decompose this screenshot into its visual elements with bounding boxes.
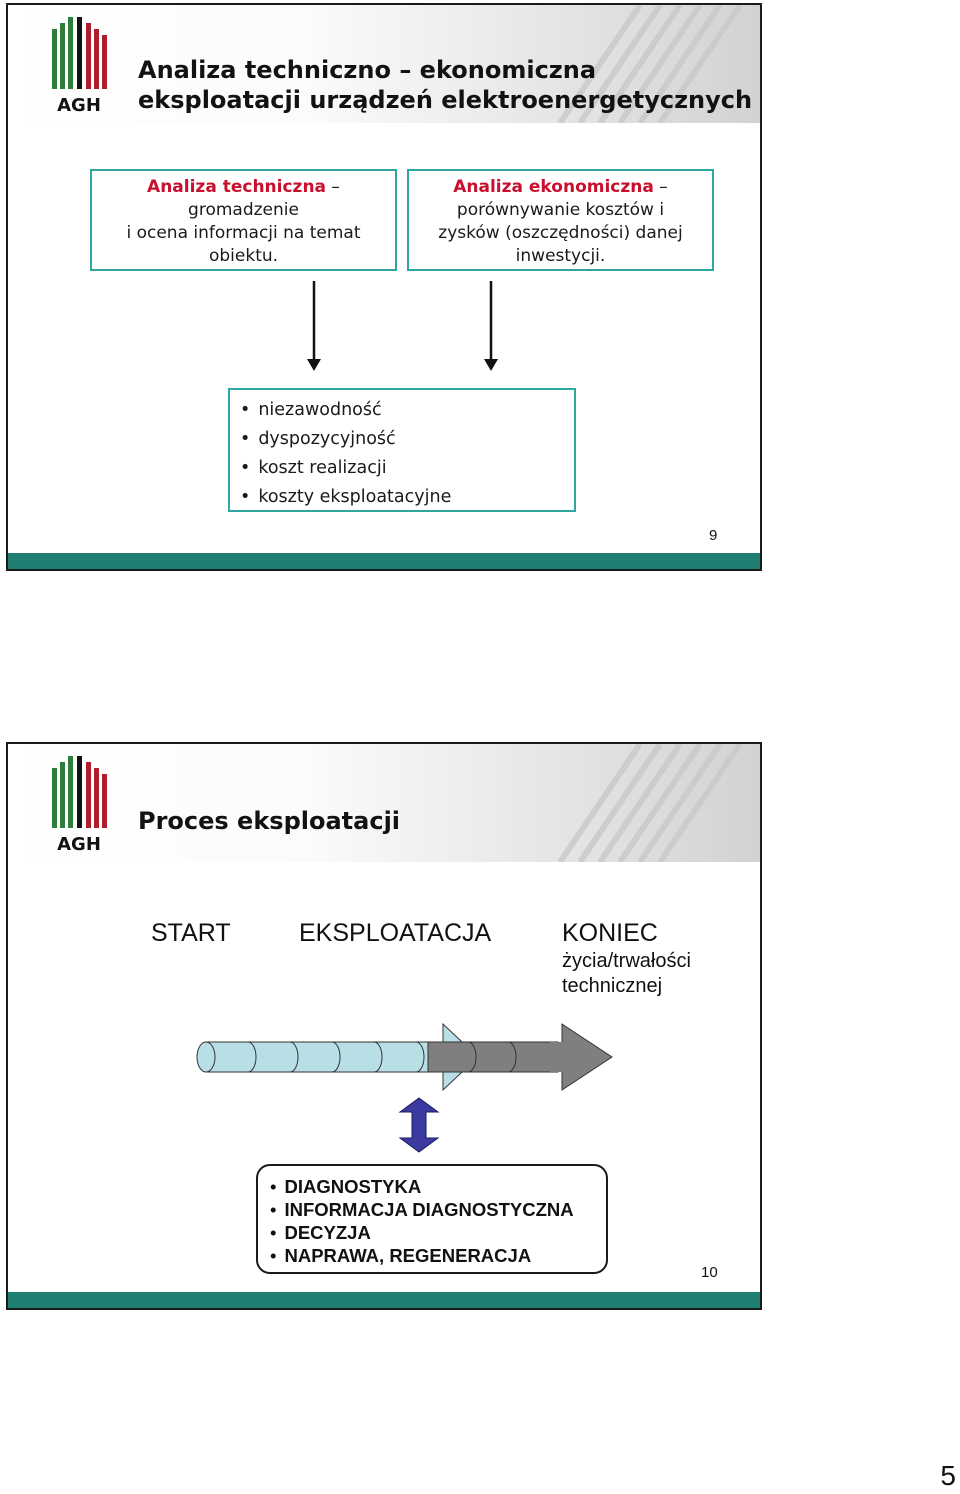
footer-bar	[8, 1292, 760, 1308]
stage-end: KONIEC	[562, 919, 658, 947]
footer-bar	[8, 553, 760, 569]
header-decoration	[557, 744, 743, 862]
technical-analysis-heading: Analiza techniczna	[147, 177, 327, 197]
stage-end-subtitle-1: życia/trwałości	[562, 950, 691, 972]
list-item: koszt realizacji	[240, 454, 574, 483]
slide-page-number: 9	[709, 527, 718, 544]
box-line: i ocena informacji na temat	[126, 223, 361, 243]
list-item: NAPRAWA, REGENERACJA	[270, 1244, 606, 1267]
dash: –	[653, 177, 668, 197]
dash: –	[326, 177, 340, 197]
list-item: niezawodność	[240, 396, 574, 425]
criteria-list: niezawodność dyspozycyjność koszt realiz…	[228, 388, 576, 512]
slide-header: AGH Analiza techniczno – ekonomiczna eks…	[8, 5, 760, 123]
box-line: obiektu.	[208, 246, 279, 266]
list-item: DECYZJA	[270, 1221, 606, 1244]
logo-text: AGH	[57, 834, 101, 854]
stage-start: START	[151, 919, 231, 947]
slide-header: AGH Proces eksploatacji	[8, 744, 760, 862]
slide-page-number: 10	[701, 1264, 718, 1281]
box-line: gromadzenie	[188, 200, 299, 220]
list-item: DIAGNOSTYKA	[270, 1175, 606, 1198]
box-line: zysków (oszczędności) danej	[438, 223, 683, 243]
list-item: koszty eksploatacyjne	[240, 483, 574, 512]
box-line: inwestycji.	[515, 246, 606, 266]
page-title: Analiza techniczno – ekonomiczna eksploa…	[138, 55, 752, 115]
box-line: porównywanie kosztów i	[456, 200, 665, 220]
list-item: INFORMACJA DIAGNOSTYCZNA	[270, 1198, 606, 1221]
arrow-down-icon	[307, 281, 321, 371]
technical-analysis-box: Analiza techniczna – gromadzenie i ocena…	[90, 169, 397, 271]
economic-analysis-box: Analiza ekonomiczna – porównywanie koszt…	[407, 169, 714, 271]
slide-10: AGH Proces eksploatacji START EKSPLOATAC…	[6, 742, 762, 1310]
page-title: Proces eksploatacji	[138, 807, 401, 835]
economic-analysis-heading: Analiza ekonomiczna	[453, 177, 654, 197]
double-arrow-icon	[398, 1097, 440, 1153]
stage-end-subtitle-2: technicznej	[562, 975, 663, 997]
agh-logo-icon: AGH	[52, 756, 107, 854]
header-decoration	[557, 5, 743, 123]
diagnostic-activities-box: DIAGNOSTYKA INFORMACJA DIAGNOSTYCZNA DEC…	[256, 1164, 608, 1274]
title-line-2: eksploatacji urządzeń elektroenergetyczn…	[138, 86, 753, 114]
stage-operation: EKSPLOATACJA	[299, 919, 492, 947]
arrow-down-icon	[484, 281, 498, 371]
title-line-1: Analiza techniczno – ekonomiczna	[138, 56, 597, 84]
logo-text: AGH	[57, 95, 101, 115]
document-page-number: 5	[940, 1460, 956, 1491]
list-item: dyspozycyjność	[240, 425, 574, 454]
timeline-pipe-arrow	[196, 1022, 613, 1092]
agh-logo-icon: AGH	[52, 17, 107, 115]
slide-9: AGH Analiza techniczno – ekonomiczna eks…	[6, 3, 762, 571]
